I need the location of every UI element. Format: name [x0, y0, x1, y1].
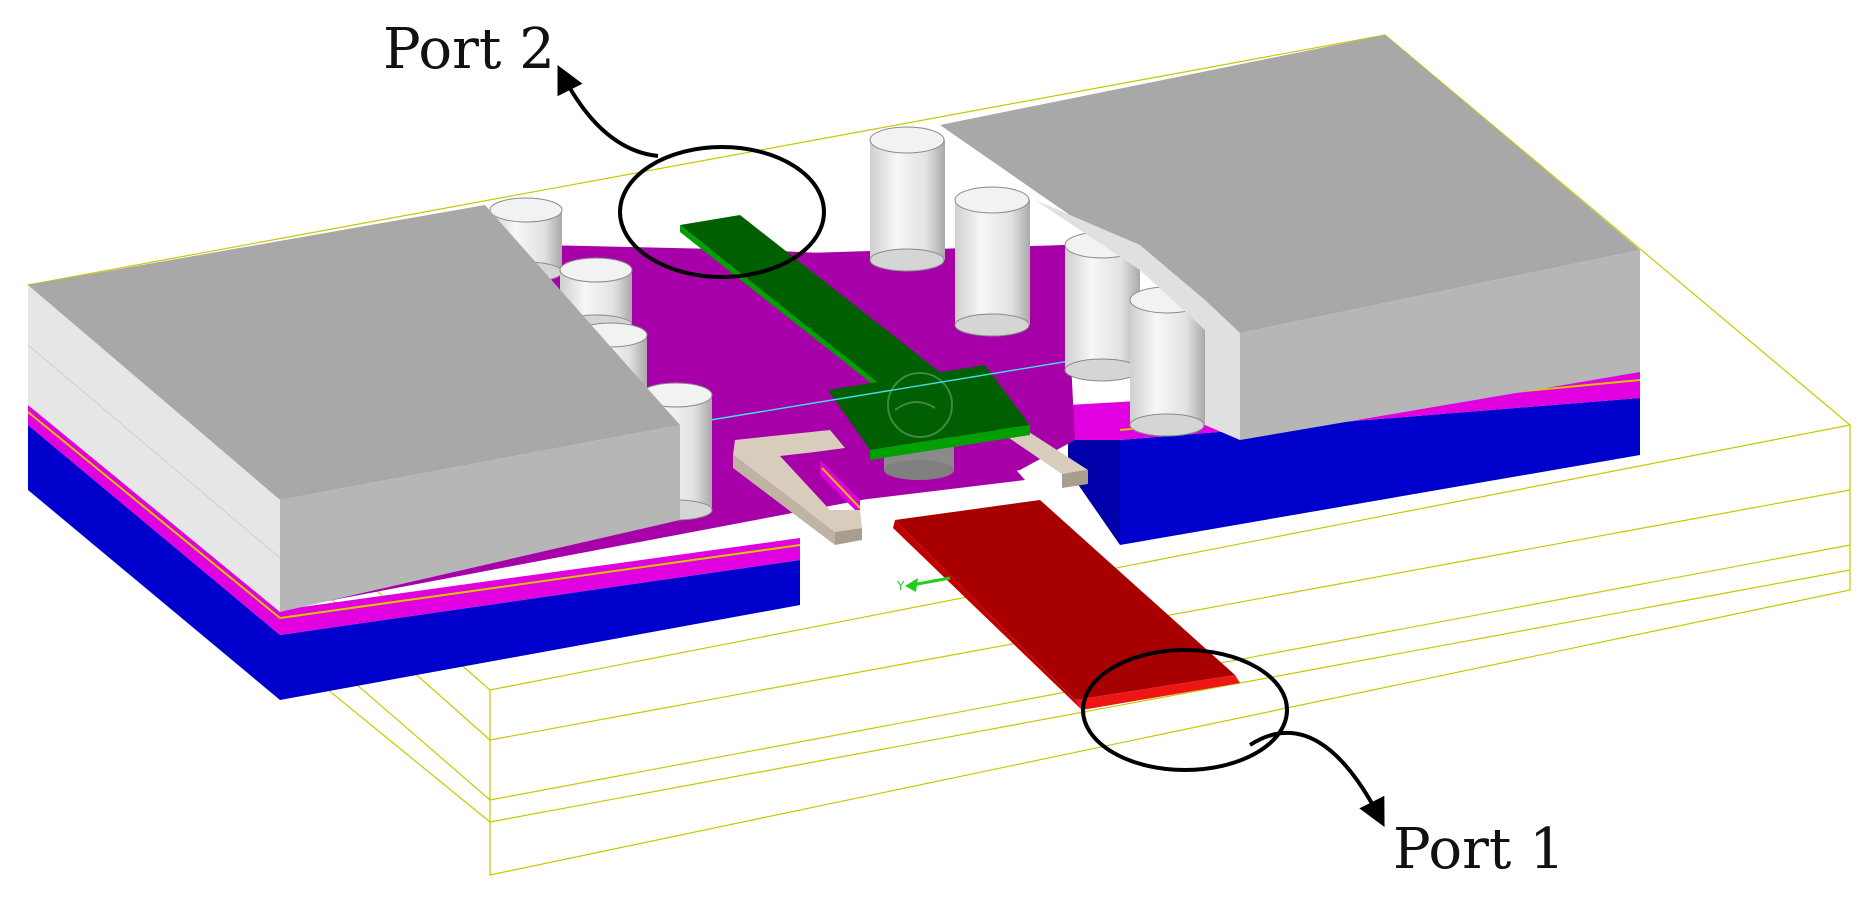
- right-block-cut-face: [1035, 200, 1240, 440]
- port-annotations: [557, 64, 1385, 827]
- right-metal-block: [940, 35, 1640, 440]
- port1-arrow: [1248, 730, 1385, 827]
- left-metal-block: [27, 205, 680, 612]
- port2-ellipse: [618, 145, 826, 279]
- via-cylinder: [954, 186, 1030, 337]
- left-substrate-stack: [27, 405, 801, 700]
- axis-y-label: Y: [896, 579, 905, 593]
- port2-label: Port 2: [383, 17, 555, 82]
- port1-microstrip: [893, 500, 1240, 710]
- port1-label: Port 1: [1393, 817, 1565, 882]
- axis-indicator: Y: [896, 576, 951, 593]
- port1-ellipse: [1081, 648, 1289, 772]
- via-cylinder: [869, 126, 945, 272]
- left-bracket: [733, 430, 862, 545]
- port2-microstrip: [680, 215, 1030, 460]
- port2-arrow: [557, 64, 659, 158]
